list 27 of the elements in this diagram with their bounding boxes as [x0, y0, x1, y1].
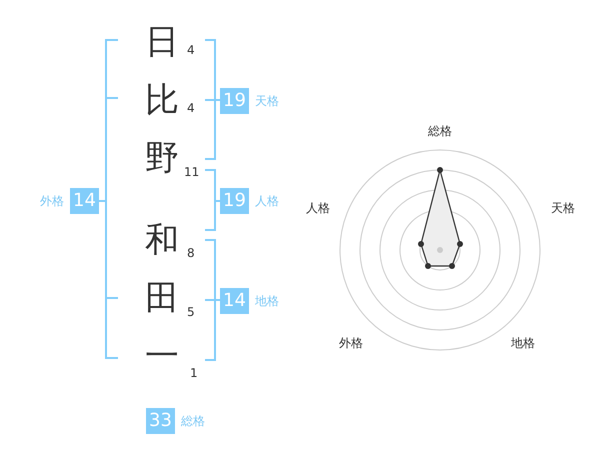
stroke-count: 4: [187, 101, 195, 115]
axis-label: 天格: [551, 201, 575, 215]
stroke-count: 11: [184, 165, 200, 179]
name-character: 日: [144, 22, 180, 62]
name-character: 一: [144, 336, 180, 376]
score-label: 天格: [254, 92, 279, 110]
score-label: 外格: [40, 192, 64, 210]
name-character: 比: [144, 80, 180, 120]
score-label: 人格: [254, 192, 279, 210]
score-badge: 14: [70, 188, 99, 214]
score-badge: 33: [146, 408, 175, 434]
score-badge: 19: [220, 88, 249, 114]
axis-label: 人格: [306, 201, 330, 215]
name-character: 田: [144, 278, 180, 318]
score-label: 地格: [254, 292, 279, 310]
axis-label: 外格: [339, 336, 363, 350]
stroke-count: 5: [187, 305, 195, 319]
name-character: 野: [144, 138, 180, 178]
score-label: 総格: [180, 412, 205, 430]
axis-label: 地格: [511, 336, 535, 350]
score-badge: 19: [220, 188, 249, 214]
stroke-count: 8: [187, 246, 195, 260]
stroke-count: 4: [187, 43, 195, 57]
stroke-count: 1: [190, 366, 198, 380]
score-badge: 14: [220, 288, 249, 314]
axis-label: 総格: [428, 124, 452, 138]
name-character: 和: [144, 220, 180, 260]
